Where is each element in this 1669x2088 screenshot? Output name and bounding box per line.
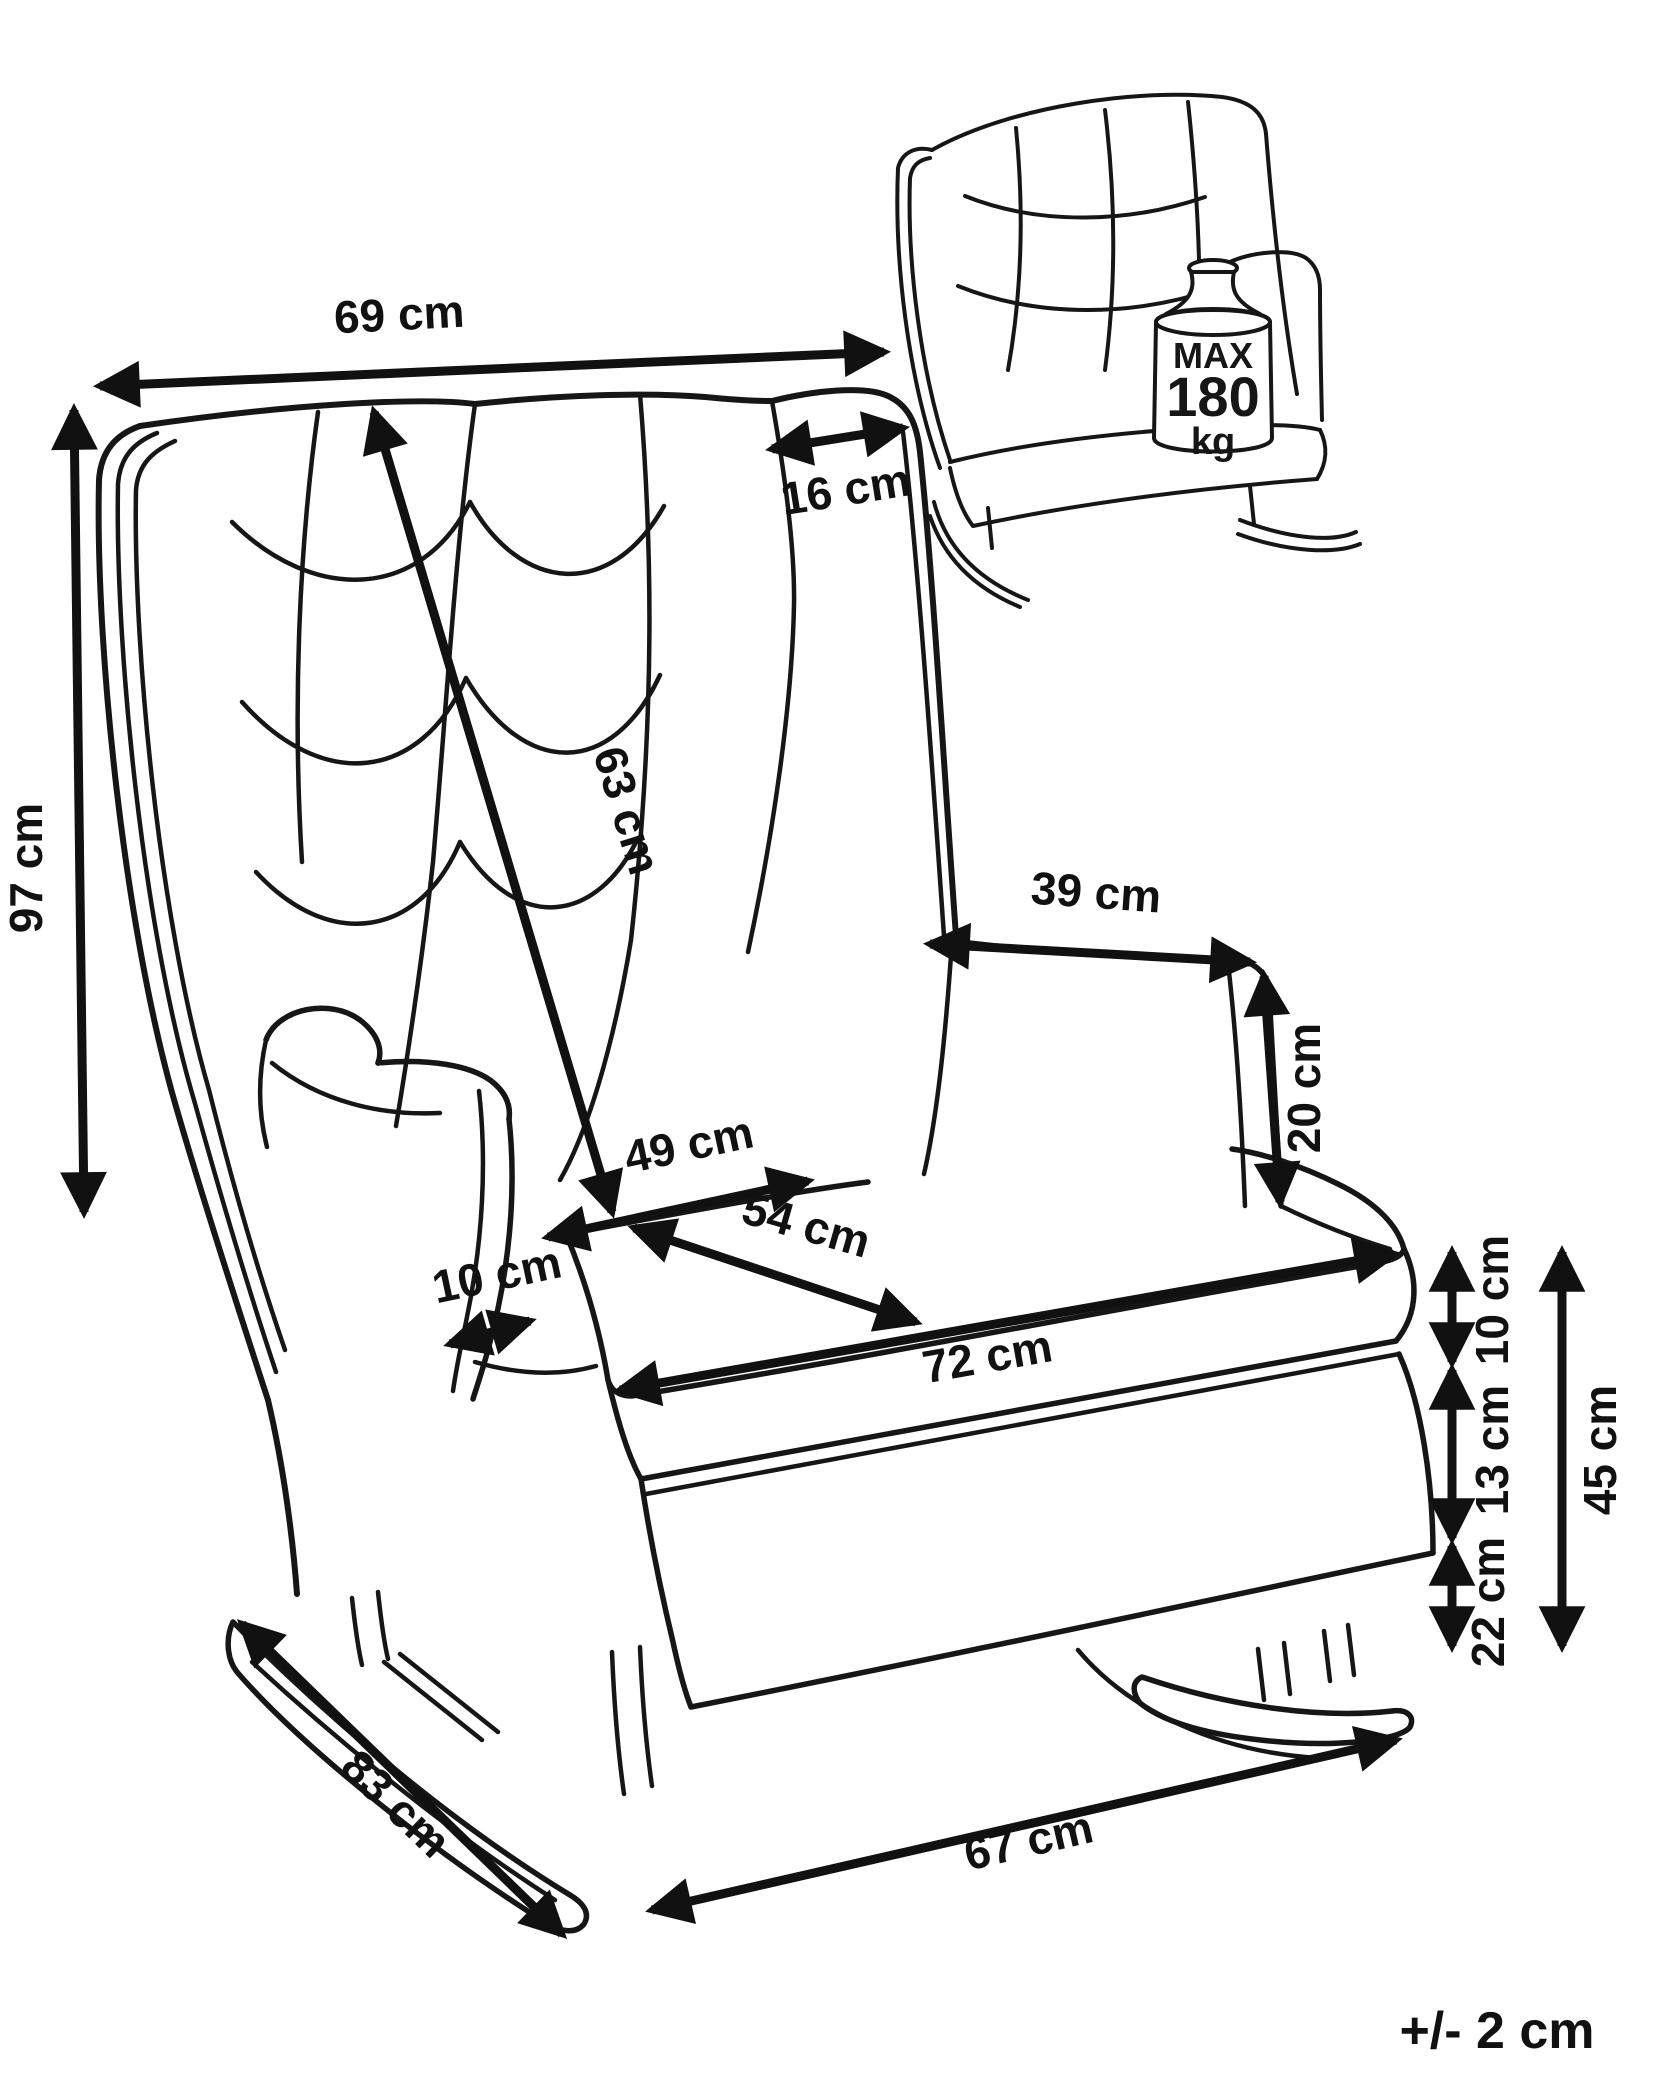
dim-armrest-height: 20 cm: [1243, 968, 1330, 1210]
dim-armrest-length-label: 39 cm: [1029, 862, 1163, 923]
dim-total-height: 97 cm: [0, 402, 107, 1220]
main-chair-drawing: [95, 387, 1436, 1934]
dim-seat-depth: 54 cm: [627, 1182, 923, 1332]
dim-wing-depth: 16 cm: [765, 411, 914, 525]
dim-backrest-length-label: 63 cm: [583, 740, 671, 880]
inset-chair-max-load: MAX 180 kg: [895, 92, 1362, 609]
dim-rocker-height-label: 22 cm: [1462, 1537, 1514, 1667]
backrest-outline: [95, 387, 959, 1597]
dim-back-width-label: 69 cm: [333, 285, 466, 344]
dim-frame-height-label: 13 cm: [1466, 1385, 1518, 1515]
dim-rocker-height: 22 cm: [1428, 1537, 1514, 1667]
dim-armrest-height-label: 20 cm: [1278, 1023, 1330, 1153]
dim-seat-front-width: 72 cm: [613, 1237, 1401, 1407]
dim-total-depth: 83 cm: [236, 1619, 568, 1939]
dim-cushion-thickness-label: 10 cm: [1466, 1235, 1518, 1365]
dim-total-height-arrow: [51, 402, 107, 1220]
dim-base-length-label: 67 cm: [959, 1800, 1098, 1880]
dim-armrest-length-arrow: [922, 922, 1258, 984]
dim-back-width-arrow: [92, 330, 892, 408]
dim-seat-height-label: 45 cm: [1574, 1385, 1626, 1515]
dim-seat-front-width-arrow: [613, 1237, 1401, 1407]
dim-back-width: 69 cm: [92, 285, 892, 408]
max-load-text-unit: kg: [1191, 421, 1235, 463]
dim-seat-depth-label: 54 cm: [737, 1182, 877, 1268]
dim-arm-front-width: 10 cm: [427, 1235, 566, 1356]
tolerance-note: +/- 2 cm: [1399, 2002, 1594, 2060]
max-load-weight: MAX 180 kg: [1152, 258, 1274, 463]
dim-total-depth-arrow: [236, 1619, 568, 1939]
max-load-text-max: MAX: [1173, 335, 1253, 376]
dim-base-length-arrow: [645, 1726, 1403, 1924]
dim-base-length: 67 cm: [645, 1726, 1403, 1924]
left-armrest: [257, 1005, 599, 1402]
dim-seat-width-rear-label: 49 cm: [619, 1105, 757, 1183]
max-load-text-value: 180: [1166, 365, 1259, 428]
dim-cushion-thickness: 10 cm: [1428, 1235, 1518, 1370]
dim-frame-height: 13 cm: [1428, 1362, 1518, 1546]
dim-armrest-height-arrow: [1243, 968, 1301, 1210]
dim-backrest-length: 63 cm: [362, 405, 671, 1219]
dim-wing-depth-arrow: [765, 411, 910, 466]
dim-armrest-length: 39 cm: [922, 862, 1258, 984]
dim-backrest-length-arrow: [362, 405, 624, 1219]
dim-arm-front-width-arrow: [443, 1309, 537, 1356]
dim-wing-depth-label: 16 cm: [777, 453, 914, 525]
dim-seat-height: 45 cm: [1538, 1244, 1626, 1654]
dim-total-height-label: 97 cm: [0, 803, 52, 933]
dim-seat-width-rear-arrow: [541, 1166, 815, 1252]
